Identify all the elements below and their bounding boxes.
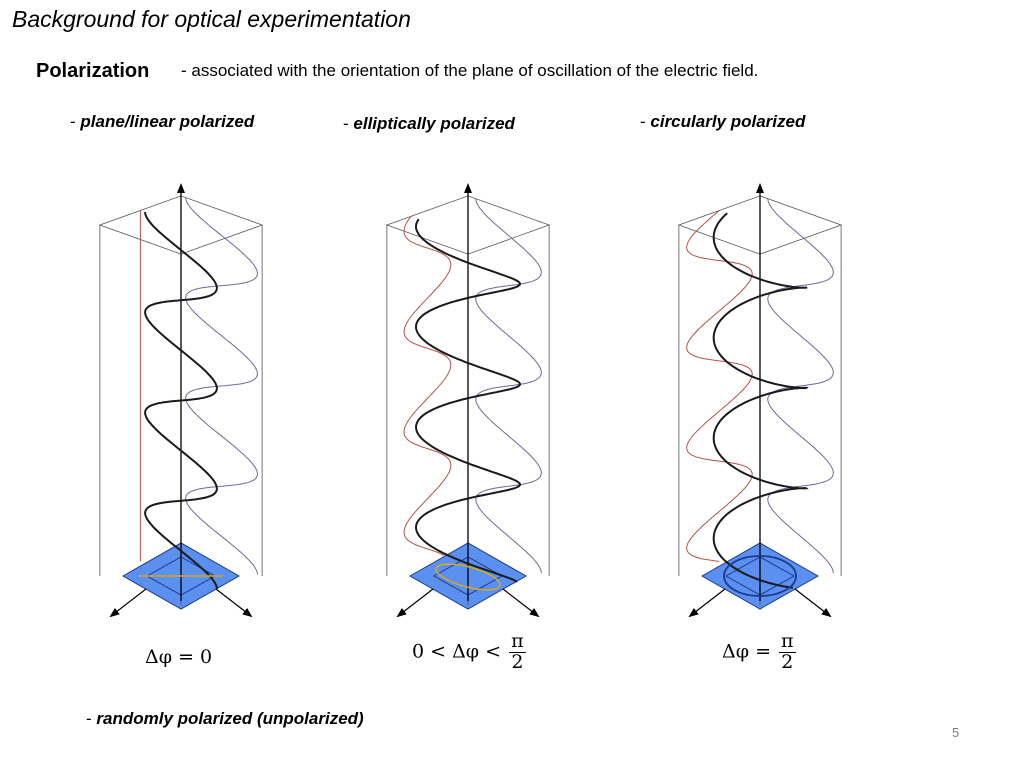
electric-field-wave (712, 212, 809, 589)
x-axis-arrow (109, 588, 147, 618)
slide-title: Background for optical experimentation (12, 6, 411, 32)
label-linear-text: plane/linear polarized (80, 112, 255, 131)
y-axis-arrow (502, 588, 540, 618)
label-elliptical-text: elliptically polarized (353, 114, 515, 133)
formula-circular: Δφ = π 2 (722, 630, 796, 673)
page-number: 5 (952, 725, 960, 740)
figure-circular (677, 183, 843, 618)
box-top (98, 195, 264, 255)
formula-elliptical-left: 0 < Δφ < (412, 640, 502, 663)
figure-linear (98, 183, 264, 618)
electric-field-wave (414, 218, 522, 583)
fraction: π 2 (509, 630, 526, 673)
component-wave-blue (767, 198, 834, 574)
dash: - (343, 114, 354, 133)
component-wave-red (686, 210, 753, 562)
fraction-denominator: 2 (511, 650, 524, 673)
label-linear: - plane/linear polarized (70, 112, 254, 132)
formula-elliptical: 0 < Δφ < π 2 (412, 630, 526, 673)
fraction-numerator: π (779, 630, 796, 653)
dash: - (86, 709, 97, 728)
figure-elliptical (385, 183, 551, 618)
electric-field-wave (144, 212, 218, 589)
label-random: - randomly polarized (unpolarized) (86, 709, 364, 729)
component-wave-red (403, 216, 452, 556)
box-top (677, 195, 843, 255)
box-top (385, 195, 551, 255)
polarization-trace (435, 563, 501, 591)
x-axis-arrow (396, 588, 434, 618)
section-heading: Polarization (36, 60, 150, 82)
y-axis-arrow (215, 588, 253, 618)
label-elliptical: - elliptically polarized (343, 114, 515, 134)
y-axis-arrow (794, 588, 832, 618)
label-circular-text: circularly polarized (650, 112, 806, 131)
label-circular: - circularly polarized (640, 112, 805, 132)
fraction: π 2 (779, 630, 796, 673)
polarization-trace (723, 555, 797, 597)
component-wave-blue (475, 198, 542, 574)
plate-inner-outline (724, 556, 796, 596)
fraction-denominator: 2 (781, 650, 794, 673)
label-random-text: randomly polarized (unpolarized) (96, 709, 364, 728)
section-description: - associated with the orientation of the… (181, 61, 759, 80)
component-wave-blue (185, 197, 258, 575)
dash: - (70, 112, 81, 131)
fraction-numerator: π (509, 630, 526, 653)
formula-circular-left: Δφ = (722, 640, 771, 663)
formula-linear: Δφ = 0 (145, 646, 213, 668)
dash: - (640, 112, 651, 131)
x-axis-arrow (688, 588, 726, 618)
